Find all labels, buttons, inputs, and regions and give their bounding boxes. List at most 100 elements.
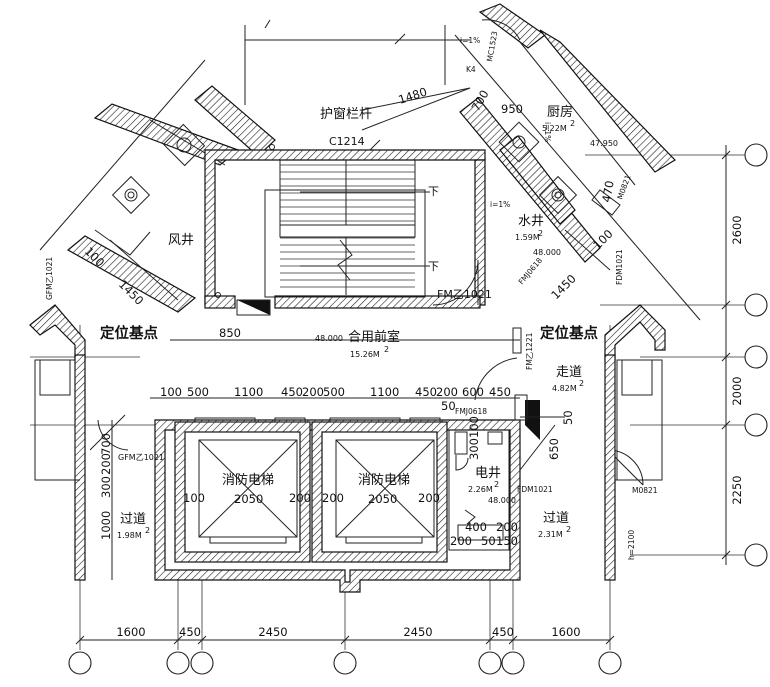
dim-left-200: 200 (99, 453, 113, 475)
dim-left-1000: 1000 (99, 511, 113, 540)
kitchen-area: 5.22M (542, 124, 567, 133)
dim-bottom-2: 450 (179, 625, 201, 639)
right-dimension-line (721, 145, 731, 565)
door-m0821-kitchen: M0821 (615, 173, 632, 200)
dim-850: 850 (219, 326, 241, 340)
front-room-sup: 2 (384, 345, 389, 354)
kitchen-elev: 47.950 (590, 139, 618, 148)
door-fm-front: FM乙1021 (437, 288, 492, 301)
dim-es-150: 150 (496, 534, 518, 548)
stair-core (204, 139, 486, 316)
door-fm-corridor: FM乙1221 (525, 332, 534, 370)
dim-el2-200b: 200 (418, 491, 440, 505)
window-k4: K4 (466, 65, 476, 74)
slope-2: i=1% (543, 122, 552, 142)
dim-470: 470 (599, 179, 617, 203)
dim-row-8: 450 (415, 385, 437, 399)
top-lines (244, 19, 471, 131)
bottom-dimension-line (75, 635, 615, 645)
stair-down-1: 下 (428, 185, 439, 198)
dim-es-400: 400 (465, 520, 487, 534)
dim-r650: 650 (547, 438, 561, 460)
water-shaft-area: 1.59M (515, 233, 540, 242)
slope-1: i=1% (460, 36, 480, 45)
dim-row-11: 450 (489, 385, 511, 399)
elevator-1-dim: 2050 (234, 492, 263, 506)
axis-bubbles-bottom (68, 651, 622, 675)
passage-right-area: 2.31M (538, 530, 563, 539)
axis-bubbles-right (744, 143, 768, 567)
dim-row-9: 200 (436, 385, 458, 399)
dim-es-50: 50 (481, 534, 496, 548)
dim-row-4: 450 (281, 385, 303, 399)
kitchen-name: 厨房 (547, 104, 573, 120)
dim-row-10: 600 (462, 385, 484, 399)
dim-bottom-6: 1600 (551, 625, 580, 639)
dim-bottom-1: 1600 (116, 625, 145, 639)
elevator-2-name: 消防电梯 (358, 472, 410, 488)
dim-es-300: 300 (467, 438, 481, 460)
corridor-area: 4.82M (552, 384, 577, 393)
water-shaft-elev: 48.000 (533, 248, 561, 257)
corridor-sup: 2 (579, 379, 584, 388)
dim-bottom-3: 2450 (258, 625, 287, 639)
passage-left-sup: 2 (145, 526, 150, 535)
dim-bottom-5: 450 (492, 625, 514, 639)
dim-right-2: 2000 (730, 376, 744, 405)
reference-point-right: 定位基点 (540, 324, 598, 342)
passage-left-area: 1.98M (117, 531, 142, 540)
dim-es-200a: 200 (450, 534, 472, 548)
water-shaft-sup: 2 (538, 229, 543, 238)
elec-shaft-sup: 2 (494, 480, 499, 489)
railing-label: 护窗栏杆 (320, 106, 372, 122)
door-fmj-water: FMJ0618 (517, 256, 545, 287)
dim-left-300: 300 (99, 476, 113, 498)
elevator-core (154, 400, 540, 593)
dim-950: 950 (501, 102, 523, 116)
dim-row-6: 500 (323, 385, 345, 399)
front-room-elev: 48.000 (315, 334, 343, 343)
wind-shaft-name: 风井 (168, 233, 194, 248)
elec-shaft-elev: 48.000 (488, 496, 516, 505)
dim-row-3: 1100 (234, 385, 263, 399)
elec-shaft-name: 电井 (475, 466, 501, 481)
dim-r1450: 1450 (548, 272, 579, 303)
door-m0821-right: M0821 (632, 486, 658, 495)
dim-bottom-4: 2450 (403, 625, 432, 639)
water-shaft-name: 水井 (518, 214, 544, 229)
dim-1480: 1480 (397, 84, 429, 106)
dim-left-700: 700 (99, 433, 113, 455)
door-fdm-right: FDM1021 (615, 249, 624, 285)
window-c1214: C1214 (329, 135, 365, 148)
door-height: h=2100 (627, 530, 636, 560)
stair-down-2: 下 (428, 260, 439, 273)
dim-right-1: 2600 (730, 215, 744, 244)
passage-left-name: 过道 (120, 512, 146, 527)
dim-row-7: 1100 (370, 385, 399, 399)
passage-right-sup: 2 (566, 525, 571, 534)
kitchen-sup: 2 (570, 119, 575, 128)
elevator-1-name: 消防电梯 (222, 472, 274, 488)
dim-row-50: 50 (441, 399, 456, 413)
dim-el2-200: 200 (322, 491, 344, 505)
corridor-name: 走道 (556, 365, 582, 380)
door-gfm-left2: GFM乙1021 (118, 453, 164, 462)
window-mc1523: MC1523 (485, 30, 499, 62)
door-fmj-elec: FMJ0618 (455, 407, 487, 416)
side-walls (29, 304, 666, 581)
dim-el1-200: 200 (289, 491, 311, 505)
elevator-2-dim: 2050 (368, 492, 397, 506)
slope-3: i=1% (490, 200, 510, 209)
dim-el1-100: 100 (183, 491, 205, 505)
dim-r50: 50 (561, 410, 575, 425)
left-upper-wing (39, 59, 276, 313)
door-fdm-elec: FDM1021 (517, 485, 553, 494)
dim-row-5: 200 (302, 385, 324, 399)
passage-right-name: 过道 (543, 511, 569, 526)
elec-shaft-area: 2.26M (468, 485, 493, 494)
dim-row-2: 500 (187, 385, 209, 399)
reference-point-left: 定位基点 (100, 324, 158, 342)
dim-es-200b: 200 (496, 520, 518, 534)
dim-right-3: 2250 (730, 475, 744, 504)
